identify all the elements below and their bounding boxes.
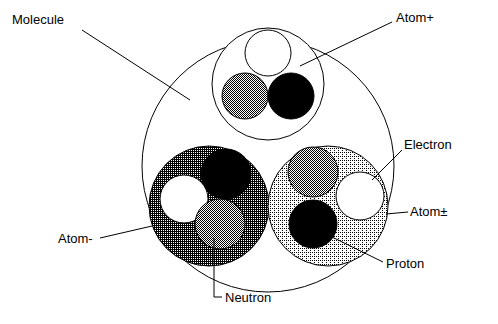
part-label: Proton [386, 256, 424, 271]
part-label: Atom+ [396, 10, 434, 25]
part-label: Molecule [12, 12, 64, 27]
part-label: Atom- [58, 231, 93, 246]
part-label: Neutron [225, 290, 271, 305]
part-label: Electron [404, 137, 452, 152]
part-label: Atom± [410, 204, 447, 219]
